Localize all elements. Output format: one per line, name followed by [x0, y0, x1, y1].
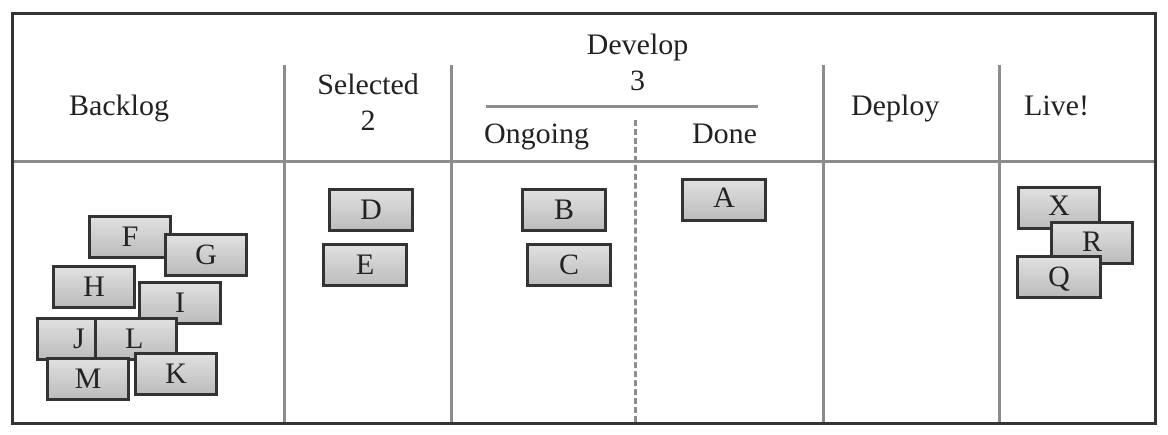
- column-divider: [998, 65, 1001, 422]
- column-header-deploy: Deploy: [851, 89, 940, 122]
- card-c[interactable]: C: [526, 243, 612, 287]
- develop-label: Develop: [586, 28, 689, 61]
- card-k[interactable]: K: [134, 352, 218, 396]
- column-divider: [822, 65, 825, 422]
- card-q[interactable]: Q: [1016, 255, 1102, 299]
- develop-split-line: [634, 120, 637, 422]
- kanban-board: Backlog Selected 2 Develop 3 Ongoing Don…: [11, 12, 1157, 425]
- card-m[interactable]: M: [46, 357, 130, 401]
- develop-subheader-line: [486, 105, 758, 108]
- column-divider: [283, 65, 286, 422]
- card-h[interactable]: H: [52, 265, 136, 309]
- card-g[interactable]: G: [164, 233, 248, 277]
- develop-limit: 3: [630, 64, 645, 97]
- column-divider: [450, 65, 453, 422]
- card-d[interactable]: D: [328, 188, 414, 232]
- column-header-backlog: Backlog: [69, 89, 169, 122]
- selected-label: Selected: [317, 68, 419, 101]
- column-header-live: Live!: [1024, 89, 1089, 122]
- header-divider: [14, 160, 1154, 163]
- subcolumn-header-done: Done: [692, 117, 757, 150]
- card-a[interactable]: A: [681, 178, 767, 222]
- column-header-selected: Selected 2: [286, 67, 450, 139]
- card-b[interactable]: B: [521, 188, 607, 232]
- column-header-develop: Develop 3: [453, 27, 822, 99]
- subcolumn-header-ongoing: Ongoing: [484, 117, 589, 150]
- card-e[interactable]: E: [322, 243, 408, 287]
- card-f[interactable]: F: [88, 215, 172, 259]
- selected-limit: 2: [360, 104, 376, 137]
